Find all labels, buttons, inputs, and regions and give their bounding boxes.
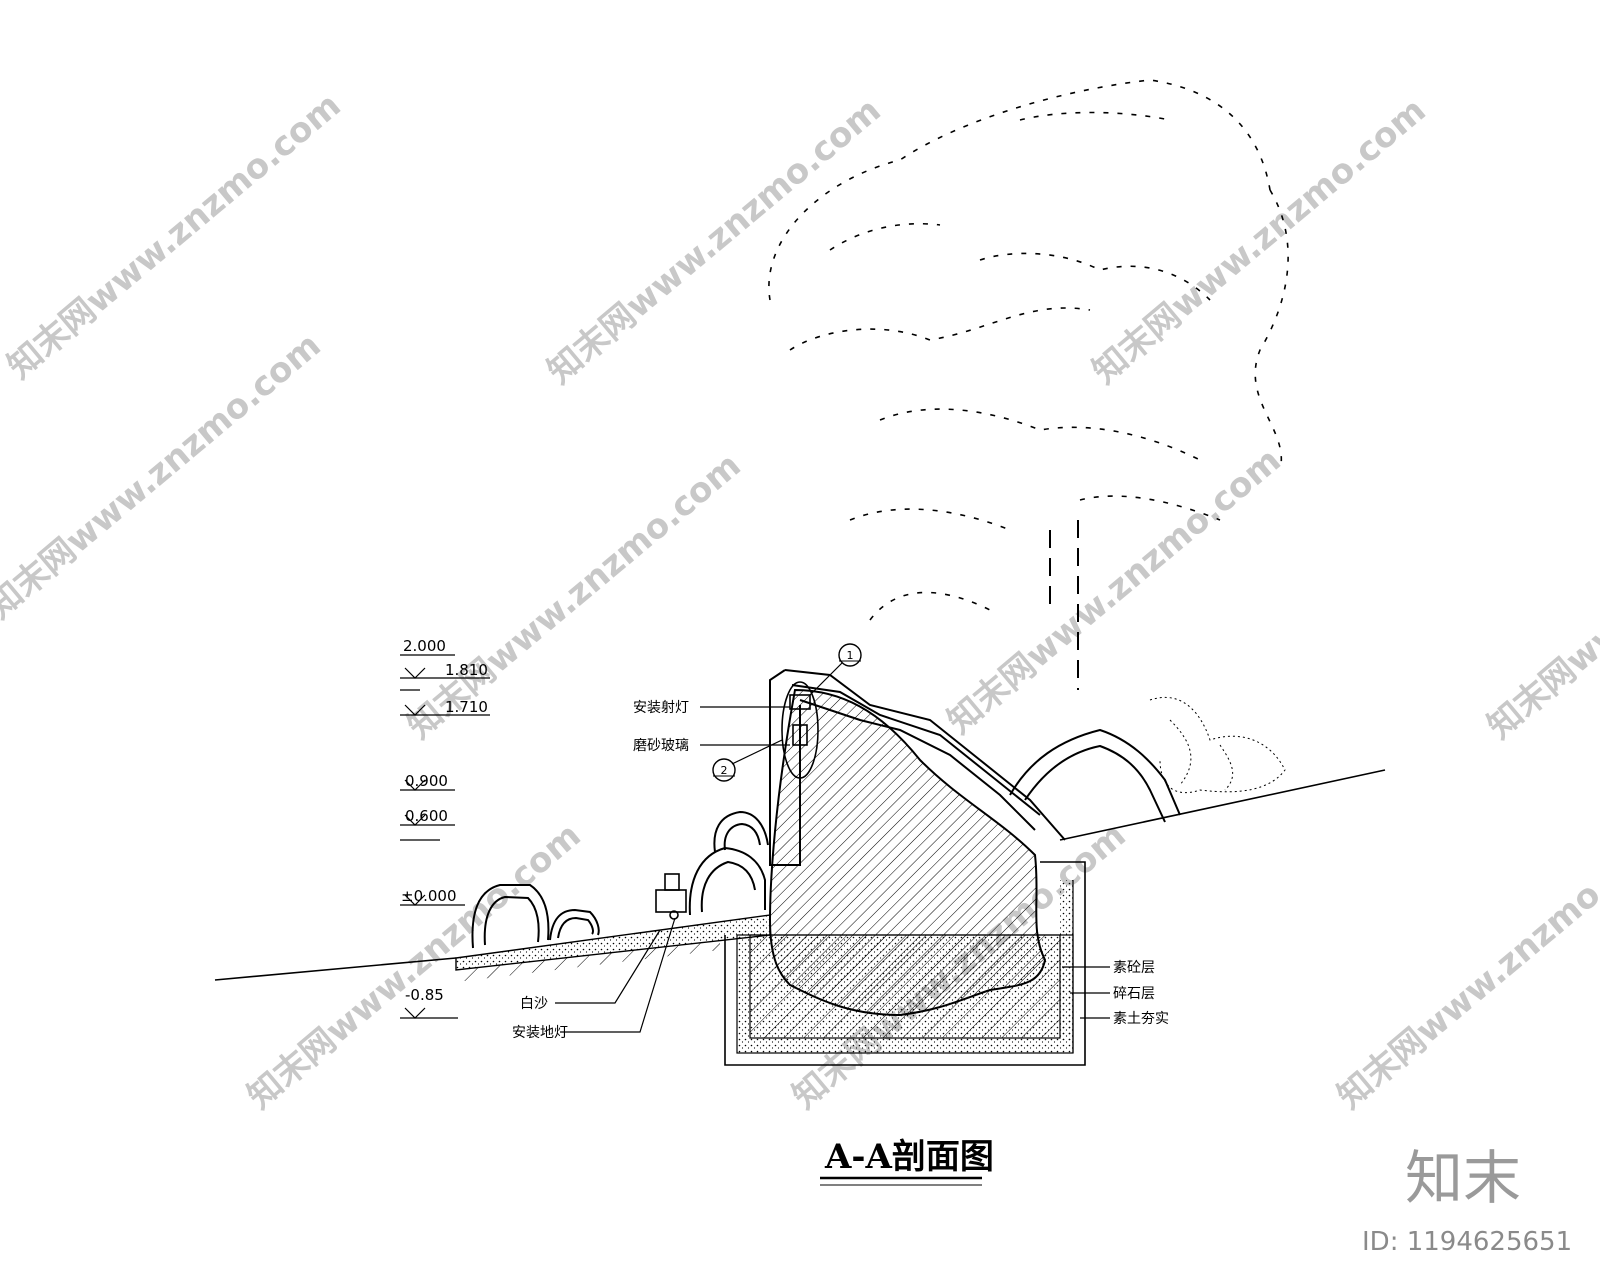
tree-sketch [768, 79, 1289, 621]
elevation-label: -0.85 [405, 986, 444, 1004]
detail-marker-2: 2 [712, 739, 783, 782]
image-id: ID: 1194625651 [1362, 1227, 1572, 1257]
tree-trunk [1049, 520, 1079, 690]
ground-profile [214, 769, 1386, 981]
svg-text:1: 1 [847, 649, 854, 662]
leader-lines [555, 706, 1110, 1033]
brand-logo: 知末 [1405, 1144, 1521, 1212]
watermark-text: 知末网www.znzmo.com [1480, 445, 1600, 747]
shrub-right [1149, 696, 1286, 794]
watermark-text: 知末网www.znzmo.com [1085, 90, 1434, 392]
spotlight-fixture [781, 681, 819, 779]
elevation-label: 1.710 [445, 698, 488, 716]
elevation-label: ±0.000 [401, 887, 457, 905]
watermark-text: 知末网www.znzmo.com [540, 90, 889, 392]
watermark-text: 知末网www.znzmo.com [1330, 815, 1600, 1117]
label-cushion-layer: 素砼层 [1113, 960, 1155, 976]
elevation-label: 0.600 [405, 807, 448, 825]
elevation-label: 0.900 [405, 772, 448, 790]
drawing-title: A-A剖面图 [824, 1137, 994, 1177]
label-ground-light: 安装地灯 [512, 1025, 568, 1041]
small-boulders [471, 810, 769, 949]
label-white-sand: 白沙 [520, 996, 548, 1012]
elevation-scale [400, 654, 490, 1019]
soil-under-path [456, 940, 720, 982]
label-compacted-soil: 素土夯实 [1113, 1011, 1169, 1027]
svg-text:2: 2 [721, 764, 728, 777]
elevation-label: 2.000 [403, 637, 446, 655]
watermark-text: 知末网www.znzmo.com [940, 440, 1289, 742]
ground-light-fixture [655, 873, 687, 920]
label-gravel-layer: 碎石层 [1113, 986, 1155, 1002]
watermark-text: 知末网www.znzmo.com [0, 325, 329, 627]
label-frosted-glass: 磨砂玻璃 [633, 737, 689, 754]
detail-marker-1: 1 [809, 643, 862, 696]
label-spotlight: 安装射灯 [633, 700, 689, 716]
right-boulder [1009, 728, 1181, 823]
main-rock [768, 688, 1047, 1017]
elevation-label: 1.810 [445, 661, 488, 679]
